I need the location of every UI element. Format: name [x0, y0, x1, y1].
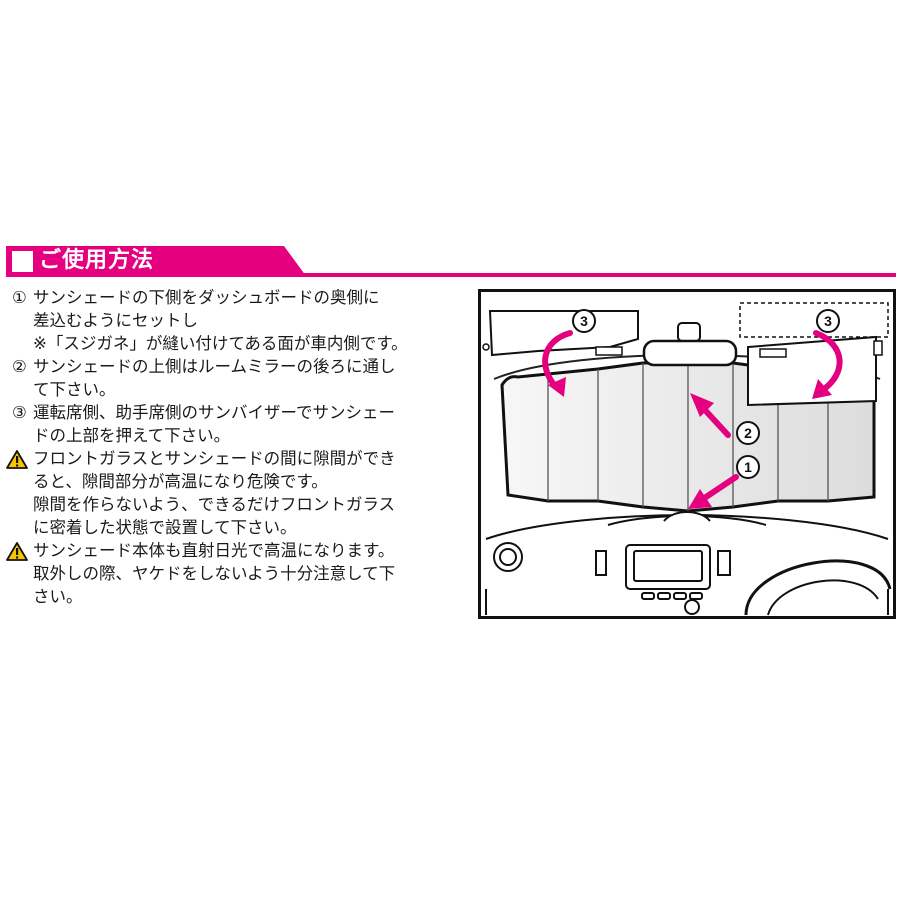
arrows	[542, 330, 843, 509]
step-number: ②	[12, 357, 27, 376]
badge-mirror: 2	[736, 421, 760, 445]
instructions: ① サンシェードの下側をダッシュボードの奥側に 差込むようにセットし ※「スジガ…	[6, 286, 472, 608]
svg-text:1: 1	[744, 459, 752, 475]
arrowhead	[548, 377, 566, 397]
step-text: て下さい。	[33, 380, 116, 399]
arrow-visor-right	[813, 330, 843, 392]
warning-text: 取外しの際、ヤケドをしないよう十分注意して下	[33, 564, 396, 583]
warning-text: サンシェード本体も直射日光で高温になります。	[33, 541, 395, 560]
step-number: ①	[12, 288, 27, 307]
warning-text: に密着した状態で設置して下さい。	[33, 518, 297, 537]
step-text: 差込むようにセットし	[33, 311, 198, 330]
badge-dash: 1	[736, 455, 760, 479]
warning-triangle-icon	[6, 450, 28, 469]
rearview-mirror	[642, 322, 738, 367]
step-2: ② サンシェードの上側はルームミラーの後ろに通し て下さい。	[6, 355, 472, 401]
warning-text: 隙間を作らないよう、できるだけフロントガラス	[33, 495, 396, 514]
arrowhead	[688, 489, 712, 509]
svg-text:2: 2	[744, 425, 752, 441]
badge-visor-left: 3	[572, 309, 596, 333]
arrow-visor-left	[542, 330, 573, 390]
warning-1: フロントガラスとサンシェードの間に隙間ができ ると、隙間部分が高温になり危険です…	[6, 447, 472, 539]
warning-2: サンシェード本体も直射日光で高温になります。 取外しの際、ヤケドをしないよう十分…	[6, 539, 472, 608]
svg-text:3: 3	[580, 313, 588, 329]
section-title: ご使用方法	[39, 248, 155, 273]
dashboard	[485, 511, 892, 616]
arrow-dash	[703, 474, 739, 500]
step-text: サンシェードの上側はルームミラーの後ろに通し	[33, 357, 396, 376]
arrowhead	[690, 393, 714, 417]
step-text: ドの上部を押えて下さい。	[33, 426, 231, 445]
step-3: ③ 運転席側、助手席側のサンバイザーでサンシェー ドの上部を押えて下さい。	[6, 401, 472, 447]
step-number: ③	[12, 403, 27, 422]
arrowhead	[812, 379, 832, 399]
step-text: 運転席側、助手席側のサンバイザーでサンシェー	[33, 403, 396, 422]
badge-visor-right: 3	[816, 309, 840, 333]
step-text: サンシェードの下側をダッシュボードの奥側に	[33, 288, 380, 307]
visor-left	[482, 310, 639, 357]
svg-text:3: 3	[824, 313, 832, 329]
header-bar	[6, 246, 306, 276]
section-header: ご使用方法	[6, 246, 896, 278]
warning-text: フロントガラスとサンシェードの間に隙間ができ	[33, 449, 396, 468]
header-square-icon	[12, 251, 33, 272]
step-1: ① サンシェードの下側をダッシュボードの奥側に 差込むようにセットし ※「スジガ…	[6, 286, 472, 355]
warning-triangle-icon	[6, 542, 28, 561]
visor-right	[739, 302, 889, 407]
warning-text: ると、隙間部分が高温になり危険です。	[33, 472, 328, 491]
step-note: ※「スジガネ」が縫い付けてある面が車内側です。	[33, 334, 408, 353]
warning-text: さい。	[33, 587, 83, 606]
installation-diagram: 3 3 2 1	[478, 289, 896, 619]
arrow-mirror	[701, 406, 731, 438]
header-underline	[6, 273, 896, 277]
